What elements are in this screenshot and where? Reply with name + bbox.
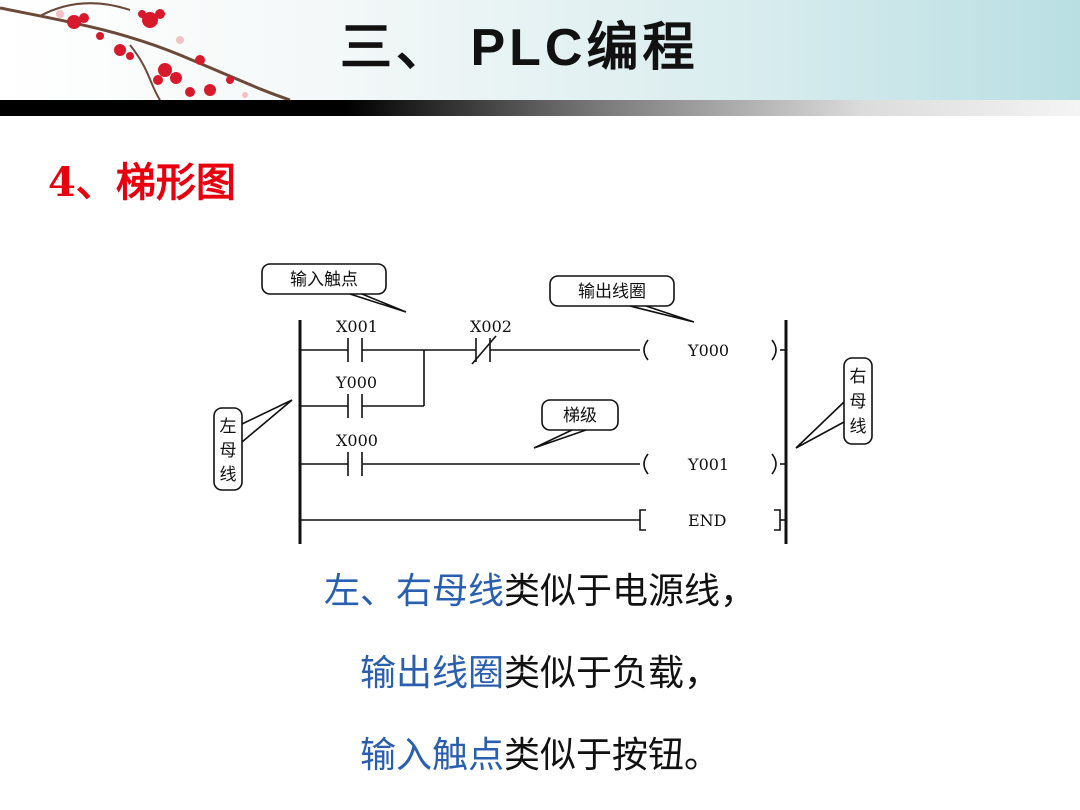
contact-y000-latch-label: Y000 xyxy=(335,373,377,392)
header-divider-bar xyxy=(0,100,1080,116)
ladder-diagram: X001 X002 Y000 X000 Y000 Y001 END 输入触点 输… xyxy=(213,263,873,544)
summary-line-1: 左、右母线类似于电源线， xyxy=(0,562,1080,614)
callout-right-bus-char-2: 母 xyxy=(850,392,867,412)
coil-y000-label: Y000 xyxy=(687,341,729,360)
contact-x001-label: X001 xyxy=(336,317,378,336)
callout-left-bus-char-3: 线 xyxy=(220,465,237,485)
callout-input-contact: 输入触点 xyxy=(290,270,358,290)
summary-line-2-highlight: 输出线圈 xyxy=(359,653,504,694)
callout-left-bus-char-2: 母 xyxy=(220,441,237,461)
contact-x000-label: X000 xyxy=(336,431,378,450)
summary-line-3-highlight: 输入触点 xyxy=(359,735,504,776)
contact-x002-label: X002 xyxy=(470,317,512,336)
summary-line-2-text: 类似于负载， xyxy=(504,653,721,694)
summary-line-3-text: 类似于按钮。 xyxy=(504,735,721,776)
callout-right-bus-char-3: 线 xyxy=(850,417,867,437)
section-heading: 4、梯形图 xyxy=(48,159,236,206)
summary-line-1-text: 类似于电源线， xyxy=(504,571,757,612)
callout-left-bus-char-1: 左 xyxy=(220,417,237,437)
callout-rung: 梯级 xyxy=(563,406,597,426)
summary-line-3: 输入触点类似于按钮。 xyxy=(0,726,1080,778)
plum-blossom-decoration xyxy=(0,2,291,100)
summary-line-1-highlight: 左、右母线 xyxy=(323,571,504,612)
callout-output-coil: 输出线圈 xyxy=(578,282,646,302)
coil-y001-label: Y001 xyxy=(687,455,729,474)
header-banner: 三、 PLC编程 xyxy=(0,0,1080,100)
slide-title: 三、 PLC编程 xyxy=(340,19,699,77)
summary-line-2: 输出线圈类似于负载， xyxy=(0,644,1080,696)
end-instruction-label: END xyxy=(688,511,727,530)
callout-right-bus-char-1: 右 xyxy=(850,367,867,387)
